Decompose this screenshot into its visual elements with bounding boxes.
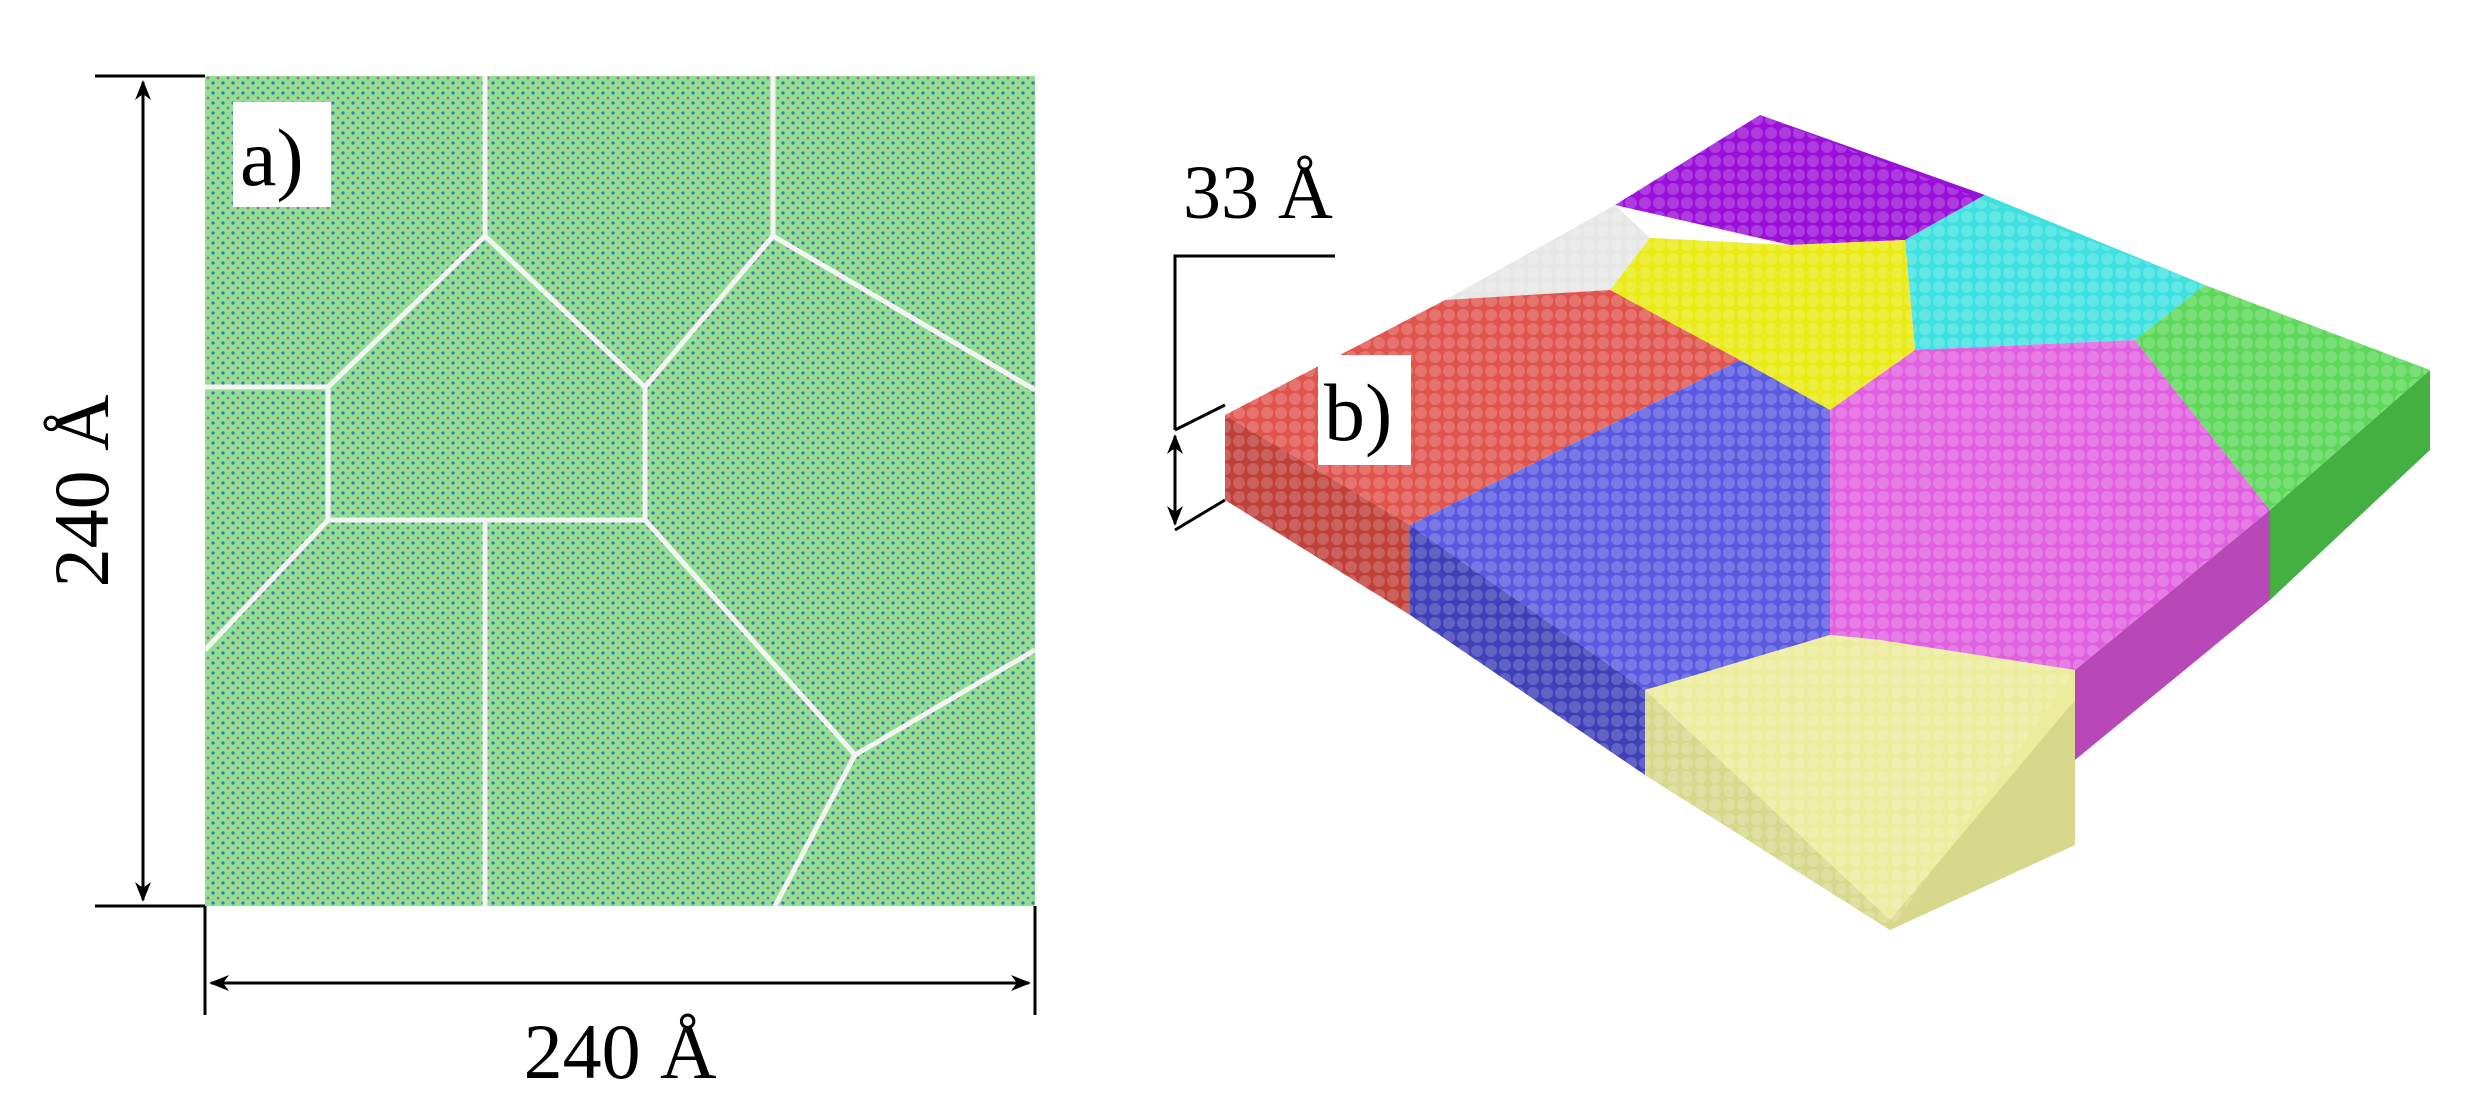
width-label: 240 Å xyxy=(524,1008,717,1095)
panel-b: b) 33 Å xyxy=(1167,115,2430,930)
panel-a-label: a) xyxy=(240,112,304,203)
panel-b-label: b) xyxy=(1324,367,1392,458)
height-label: 240 Å xyxy=(38,395,125,588)
side-green xyxy=(2270,370,2430,600)
grain-map xyxy=(205,76,1035,906)
height-dimension xyxy=(95,74,205,908)
atom-texture xyxy=(1225,115,2430,930)
panel-b-label-box xyxy=(1318,355,1411,465)
grain-boundaries xyxy=(203,76,1037,908)
panel-a-label-box xyxy=(233,102,331,207)
width-dimension xyxy=(203,906,1037,1015)
side-magenta xyxy=(2075,510,2270,760)
panel-a: a) 240 Å 240 Å xyxy=(38,74,1037,1095)
thickness-dimension xyxy=(1167,254,1335,532)
thickness-label: 33 Å xyxy=(1183,151,1333,235)
